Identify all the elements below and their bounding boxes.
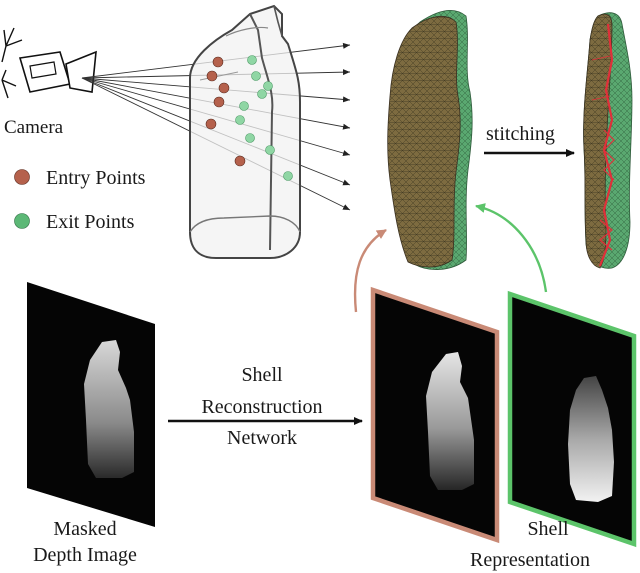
exit-depth-object — [568, 376, 614, 502]
exit-legend-marker — [14, 213, 30, 229]
camera-icon — [1, 27, 97, 99]
stitching-label: stitching — [486, 123, 555, 145]
entry-legend-marker — [14, 169, 30, 185]
exit-depth-image — [507, 290, 637, 548]
exit-points — [235, 55, 293, 181]
exit-to-mesh-arrow — [475, 203, 548, 293]
masked-label-line1: Masked — [53, 518, 116, 540]
masked-depth-image — [27, 282, 155, 527]
network-label-line2: Reconstruction — [201, 396, 322, 418]
masked-label-line2: Depth Image — [33, 544, 137, 566]
camera-label: Camera — [4, 117, 64, 138]
shell-label-line1: Shell — [527, 518, 569, 540]
network-label-line1: Shell — [241, 364, 283, 386]
entry-points-label: Entry Points — [46, 167, 146, 189]
entry-depth-image — [370, 286, 500, 544]
shell-mesh-stitched — [583, 12, 633, 269]
entry-depth-object — [426, 352, 474, 490]
masked-depth-object — [84, 340, 134, 478]
legend: Entry Points Exit Points — [14, 167, 146, 233]
network-label-line3: Network — [227, 427, 297, 449]
shell-mesh-merged — [387, 9, 473, 270]
entry-to-mesh-arrow — [353, 228, 387, 313]
entry-points — [205, 56, 246, 167]
shell-label-line2: Representation — [470, 549, 590, 571]
exit-points-label: Exit Points — [46, 211, 135, 233]
bottle-shape — [189, 4, 301, 259]
